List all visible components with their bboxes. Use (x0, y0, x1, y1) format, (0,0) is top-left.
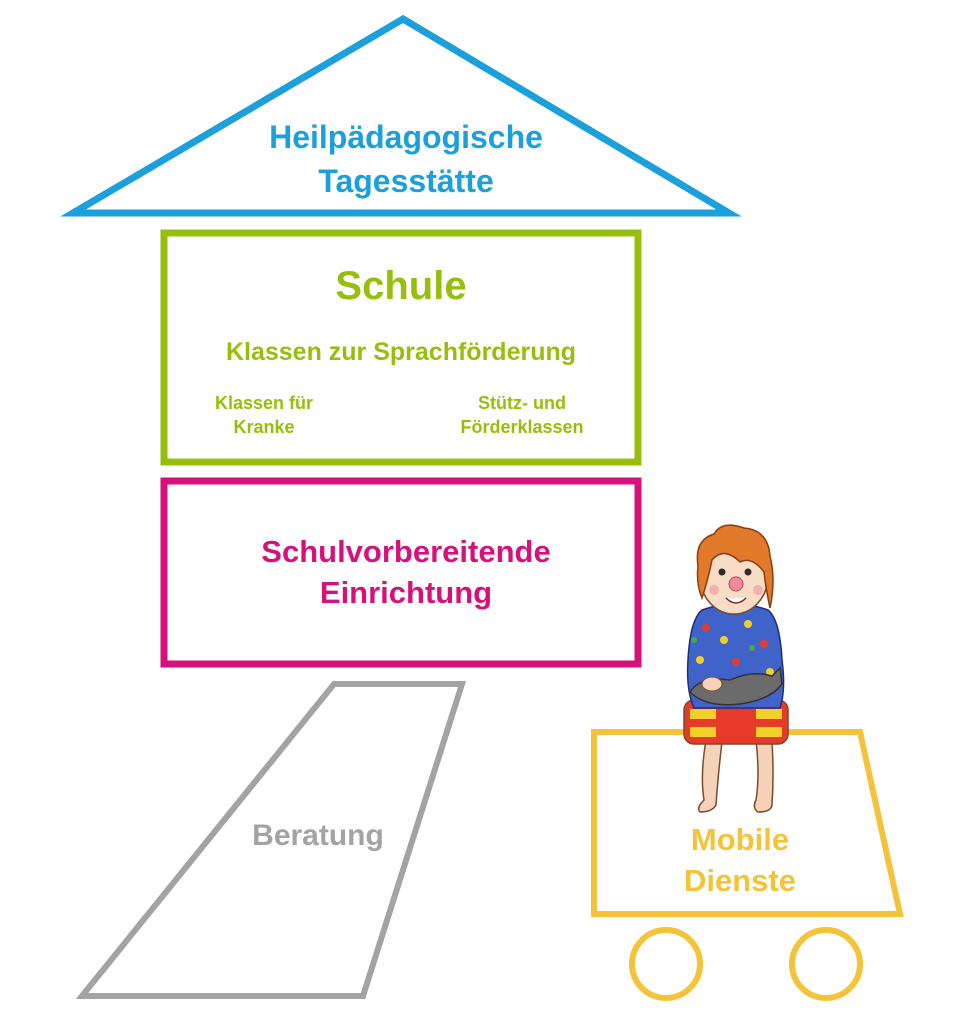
cart-wheel-right (789, 927, 863, 1001)
mobile-cart: Mobile Dienste (591, 729, 904, 1001)
vorschule-line2: Einrichtung (320, 575, 492, 610)
cart-wheel-left (629, 927, 703, 1001)
vorschule-outline (160, 477, 642, 668)
child-sitting-icon (683, 524, 789, 813)
beratung-outline (75, 681, 467, 999)
roof-outline (60, 14, 742, 217)
schule-box: Schule Klassen zur Sprachförderung Klass… (160, 229, 642, 466)
roof-label-line2: Tagesstätte (318, 163, 493, 199)
mobile-line1: Mobile (691, 822, 789, 857)
schule-subtitle: Klassen zur Sprachförderung (226, 338, 576, 366)
roof-label-line1: Heilpädagogische (269, 119, 543, 155)
vorschule-box: Schulvorbereitende Einrichtung (160, 477, 642, 668)
schule-left-line2: Kranke (233, 417, 294, 437)
vorschule-line1: Schulvorbereitende (261, 534, 550, 569)
mobile-line2: Dienste (684, 863, 796, 898)
schule-outline (160, 229, 642, 466)
schule-right-line1: Stütz- und (478, 393, 566, 413)
schule-title: Schule (335, 264, 466, 308)
beratung-path: Beratung (75, 681, 467, 999)
roof-tagesstaette: Heilpädagogische Tagesstätte (60, 14, 742, 217)
beratung-label: Beratung (252, 819, 384, 852)
schule-left-line1: Klassen für (215, 393, 313, 413)
schule-right-line2: Förderklassen (460, 417, 583, 437)
child-hair (696, 524, 774, 609)
child-pants (683, 699, 789, 745)
